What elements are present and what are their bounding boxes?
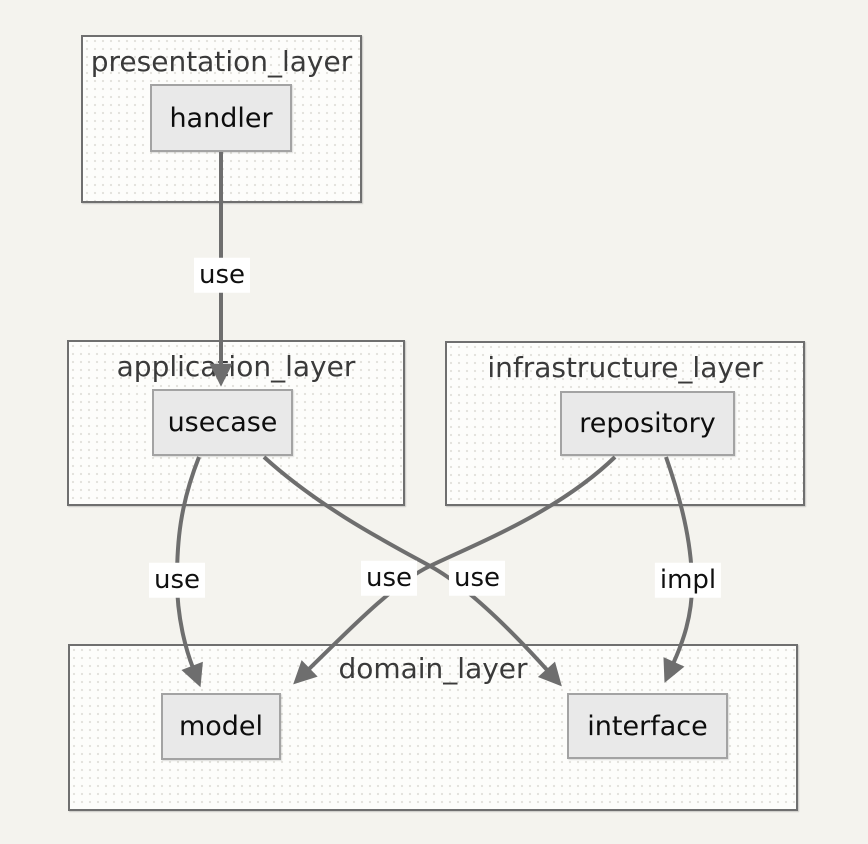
node-usecase: usecase <box>152 389 293 456</box>
edge-label-handler-usecase: use <box>193 257 251 293</box>
cluster-presentation-layer-label: presentation_layer <box>90 45 353 78</box>
edge-label-repository-model: use <box>360 560 418 596</box>
node-handler-label: handler <box>169 102 273 134</box>
cluster-domain-layer-label: domain_layer <box>338 652 528 685</box>
edge-label-usecase-interface: use <box>448 560 506 596</box>
cluster-application-layer-label: application_layer <box>116 350 356 383</box>
edge-label-usecase-model: use <box>148 562 206 598</box>
node-model-label: model <box>178 711 264 742</box>
node-interface-label: interface <box>587 710 708 742</box>
node-handler: handler <box>150 84 292 152</box>
edge-label-repository-interface: impl <box>654 562 722 598</box>
node-repository: repository <box>560 391 735 456</box>
node-model: model <box>161 693 281 760</box>
node-repository-label: repository <box>579 408 716 439</box>
node-usecase-label: usecase <box>167 407 278 438</box>
node-interface: interface <box>567 693 728 759</box>
cluster-infrastructure-layer-label: infrastructure_layer <box>487 351 763 384</box>
